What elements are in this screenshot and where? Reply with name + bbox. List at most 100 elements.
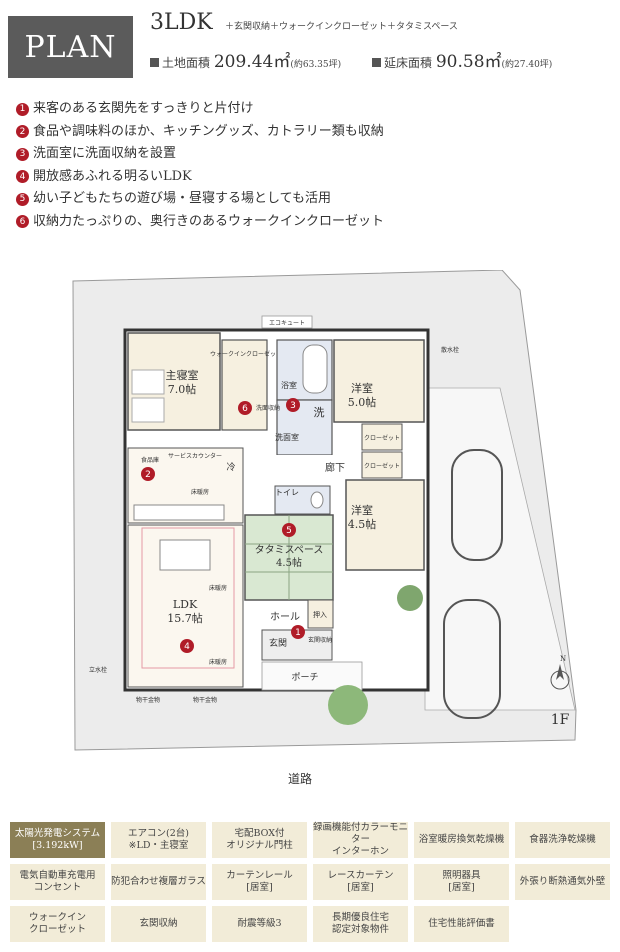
feature-number-badge: 6	[16, 215, 29, 229]
dining-table-icon	[159, 539, 211, 571]
marker-3-label: 3	[290, 401, 296, 411]
square-bullet-icon	[372, 58, 381, 67]
porch-label: ポーチ	[291, 672, 318, 683]
bed-icon	[131, 397, 165, 423]
marker-5-label: 5	[286, 526, 292, 536]
feature-number-badge: 5	[16, 192, 29, 206]
push-closet	[307, 599, 334, 629]
marker-1	[291, 625, 305, 639]
service-counter-label: サービスカウンター	[168, 452, 222, 460]
feature-list: 1 来客のある玄関先をすっきりと片付け 2 食品や調味料のほか、キッチングッズ、カト…	[16, 98, 384, 233]
closet-1-label: クローゼット	[364, 434, 400, 442]
ecocute-label: エコキュート	[269, 320, 305, 327]
feature-text: 幼い子どもたちの遊び場・昼寝する場としても活用	[33, 191, 331, 207]
equipment-item: ウォークイン クローゼット	[10, 906, 105, 942]
washroom	[276, 399, 333, 456]
feature-number-badge: 4	[16, 170, 29, 184]
tree-icon	[328, 685, 368, 725]
land-area-value: 209.44㎡	[213, 52, 291, 72]
laundry-label-2: 物干金物	[193, 696, 217, 704]
feature-number-badge: 3	[16, 147, 29, 161]
western-room-2	[345, 479, 425, 571]
walk-in-closet	[221, 339, 268, 431]
equipment-item: 食器洗浄乾燥機	[515, 822, 610, 858]
closet-2-label: クローゼット	[364, 462, 400, 470]
ldk-size: 15.7帖	[167, 612, 203, 625]
western-room-2-size: 4.5帖	[348, 518, 377, 531]
fridge-label: 冷	[226, 461, 235, 473]
floor-plan: 主寝室 7.0帖 ウォークインクローゼット 6 浴室 洗 洗面室 洗面収納 3 …	[72, 270, 577, 786]
equipment-item: エアコン(2台) ※LD・主寝室	[111, 822, 206, 858]
marker-5	[282, 523, 296, 537]
marker-4	[180, 639, 194, 653]
floor-area-tsubo: (約27.40坪)	[501, 60, 553, 70]
master-bedroom-name: 主寝室	[166, 368, 199, 382]
equipment-item: 宅配BOX付 オリジナル門柱	[212, 822, 307, 858]
road-label: 道路	[288, 771, 312, 786]
wic-label: ウォークインクローゼット	[210, 350, 282, 358]
equipment-item: 長期優良住宅 認定対象物件	[313, 906, 408, 942]
floor-area-label: 延床面積	[384, 56, 433, 70]
western-room-2-name: 洋室	[351, 503, 373, 517]
closet-1	[361, 423, 403, 451]
feature-item: 6 収納力たっぷりの、奥行きのあるウォークインクローゼット	[16, 211, 384, 234]
equipment-item: レースカーテン [居室]	[313, 864, 408, 900]
bathtub-icon	[302, 344, 328, 394]
feature-number-badge: 1	[16, 102, 29, 116]
marker-6	[238, 401, 252, 415]
pantry-label: 食品庫	[141, 456, 159, 464]
feature-text: 来客のある玄関先をすっきりと片付け	[33, 101, 254, 117]
north-label: N	[560, 655, 566, 663]
feature-number-badge: 2	[16, 125, 29, 139]
entrance-storage-label: 玄関収納	[308, 636, 332, 644]
equipment-grid: 太陽光発電システム [3.192kW] エアコン(2台) ※LD・主寝室 宅配B…	[10, 822, 611, 942]
marker-3	[286, 398, 300, 412]
car-icon	[443, 599, 501, 719]
equipment-item: 住宅性能評価書	[414, 906, 509, 942]
floor-heating-label-1: 床暖房	[191, 488, 209, 496]
bed-icon	[131, 369, 165, 395]
land-area-label: 土地面積	[162, 56, 211, 70]
equipment-item: 浴室暖房換気乾燥機	[414, 822, 509, 858]
feature-text: 収納力たっぷりの、奥行きのあるウォークインクローゼット	[33, 213, 385, 229]
toilet-label: トイレ	[275, 488, 299, 497]
kitchen-counter	[133, 504, 225, 521]
feature-text: 開放感あふれる明るいLDK	[33, 168, 192, 184]
western-room-1-name: 洋室	[351, 381, 373, 395]
floor-area-value: 90.58㎡	[435, 52, 502, 72]
floor-heating-zone	[141, 527, 235, 669]
square-bullet-icon	[150, 58, 159, 67]
equipment-item: 照明器具 [居室]	[414, 864, 509, 900]
faucet-label: 散水栓	[441, 346, 459, 354]
equipment-item: 電気自動車充電用 コンセント	[10, 864, 105, 900]
ecocute-unit	[261, 315, 313, 329]
equipment-item-solar: 太陽光発電システム [3.192kW]	[10, 822, 105, 858]
western-room-1-size: 5.0帖	[348, 396, 377, 409]
wash-storage-label: 洗面収納	[256, 404, 280, 412]
feature-text: 食品や調味料のほか、キッチングッズ、カトラリー類も収納	[33, 123, 384, 139]
equipment-item: カーテンレール [居室]	[212, 864, 307, 900]
master-bedroom-size: 7.0帖	[168, 383, 197, 396]
feature-item: 2 食品や調味料のほか、キッチングッズ、カトラリー類も収納	[16, 121, 384, 144]
corridor	[250, 455, 345, 485]
equipment-item: 耐震等級3	[212, 906, 307, 942]
ldk-name: LDK	[173, 598, 198, 611]
floor-label: 1F	[551, 712, 570, 728]
washing-machine-label: 洗	[314, 406, 325, 419]
equipment-item: 防犯合わせ複層ガラス	[111, 864, 206, 900]
land-area: 土地面積 209.44㎡(約63.35坪)	[150, 47, 341, 72]
marker-6-label: 6	[242, 404, 248, 414]
plan-badge: PLAN	[8, 16, 133, 78]
marker-4-label: 4	[184, 642, 190, 652]
car-icon	[451, 449, 503, 561]
equipment-item: 録画機能付カラーモニター インターホン	[313, 822, 409, 858]
western-room-1	[333, 339, 425, 423]
laundry-label-1: 物干金物	[136, 696, 160, 704]
compass-needle-icon	[556, 664, 564, 680]
tree-icon	[397, 585, 423, 611]
corridor-label: 廊下	[325, 461, 345, 474]
washroom-label: 洗面室	[275, 432, 299, 442]
marker-2-label: 2	[145, 470, 151, 480]
toilet-bowl-icon	[310, 491, 324, 509]
